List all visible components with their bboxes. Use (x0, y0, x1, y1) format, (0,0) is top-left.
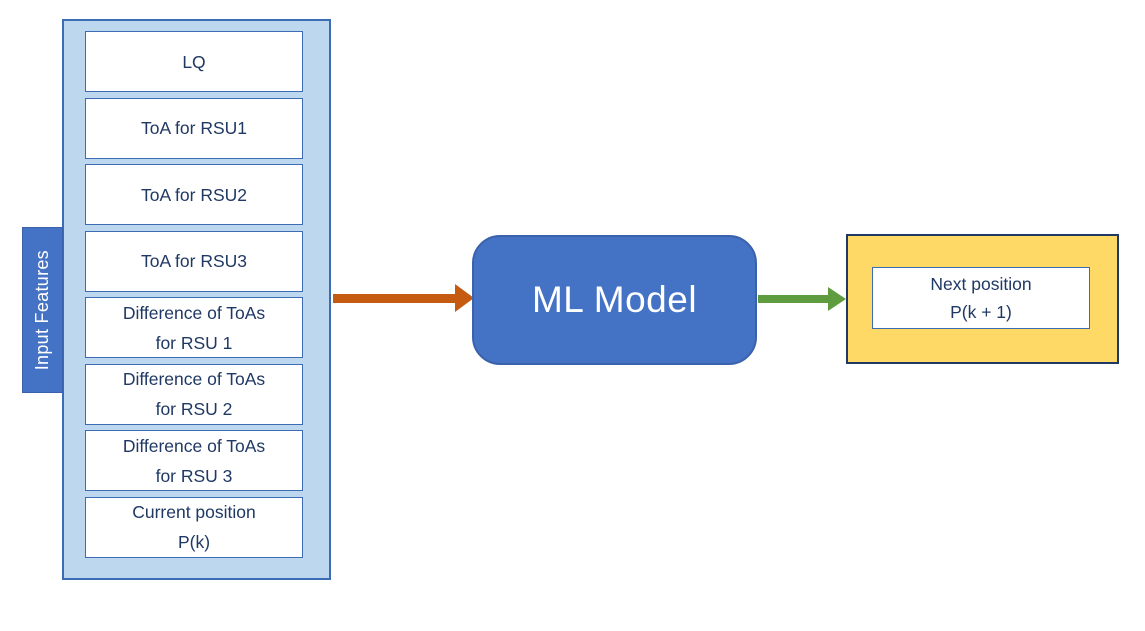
feature-box: LQ (85, 31, 303, 92)
feature-label: for RSU 3 (155, 465, 233, 486)
feature-label: for RSU 2 (155, 399, 233, 419)
arrow-shaft (758, 295, 830, 303)
feature-label: P(k) (177, 532, 211, 552)
feature-label: ToA for RSU3 (140, 251, 248, 271)
arrow-head-icon (455, 284, 474, 312)
feature-box: Difference of ToAs for RSU 1 (85, 297, 303, 358)
feature-box: ToA for RSU2 (85, 164, 303, 225)
feature-label: Difference of ToAs (122, 302, 266, 323)
output-label-line1: Next position (930, 274, 1032, 294)
feature-box: ToA for RSU3 (85, 230, 303, 292)
feature-box: Difference of ToAs for RSU 2 (85, 363, 303, 425)
feature-label: for RSU 1 (155, 332, 233, 353)
arrow-shaft (333, 294, 457, 303)
input-features-label-box: Input Features (22, 227, 63, 393)
input-to-model-arrow (333, 284, 475, 312)
model-to-output-arrow (758, 287, 847, 311)
feature-box: ToA for RSU1 (85, 97, 303, 159)
ml-model-label: ML Model (531, 279, 698, 320)
feature-box: Difference of ToAs for RSU 3 (85, 430, 303, 491)
feature-label: Difference of ToAs (122, 369, 266, 389)
arrow-head-icon (828, 287, 846, 311)
feature-label: ToA for RSU1 (140, 118, 248, 138)
ml-model-box: ML Model (472, 235, 757, 365)
feature-label: Difference of ToAs (122, 435, 266, 456)
feature-label: Current position (132, 502, 256, 522)
input-features-label: Input Features (32, 249, 52, 371)
feature-label: LQ (182, 51, 206, 72)
feature-label: ToA for RSU2 (140, 184, 248, 205)
output-box: Next position P(k + 1) (872, 267, 1090, 329)
output-label-line2: P(k + 1) (950, 302, 1012, 322)
